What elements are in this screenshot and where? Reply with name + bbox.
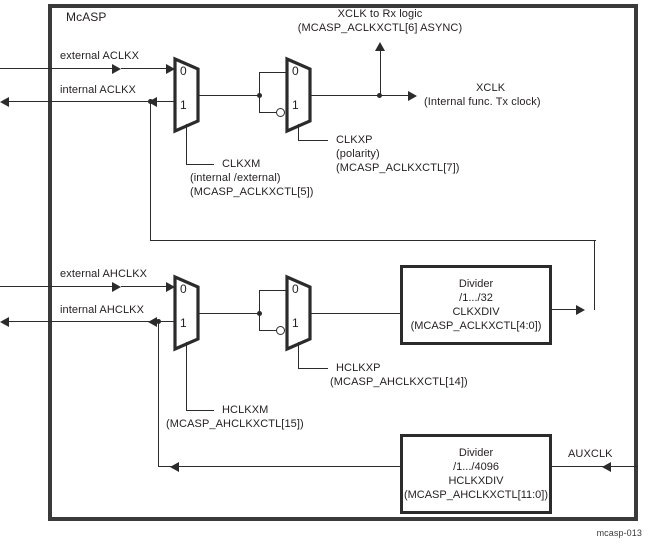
arrowhead-external-aclkx-boundary (112, 63, 121, 74)
wire-hclkxp-select-h (298, 368, 328, 369)
mux-clkxp[interactable] (284, 56, 324, 134)
wire-xclk-to-rx-logic (379, 51, 381, 95)
label-clkxp-reg: (MCASP_ACLKXCTL[7]) (336, 162, 460, 174)
wire-hclkxm-to-mux4-port0 (259, 290, 288, 291)
wire-hclkxm-select-h (186, 410, 214, 411)
divider-hclkxdiv: Divider /1.../4096 HCLKXDIV (MCASP_AHCLK… (400, 434, 552, 514)
label-internal-ahclkx: internal AHCLKX (60, 304, 145, 316)
wire-hclkxm-select (186, 342, 187, 410)
label-clkxm-desc: (internal /external) (190, 172, 281, 184)
wire-hclkxdiv-feedback-up (157, 321, 159, 466)
mux-clkxp-port-0: 0 (292, 64, 299, 78)
mux-clkxm-port-0: 0 (180, 64, 187, 78)
wire-hclkxm-branch-down (259, 313, 260, 330)
mux-hclkxm-port-1: 1 (180, 316, 187, 330)
wire-clkxm-to-mux2-port0 (259, 72, 288, 73)
mux-clkxp-port-1: 1 (292, 98, 299, 112)
figure-id-label: mcasp-013 (596, 528, 642, 538)
wire-clkxm-branch-down (259, 95, 260, 112)
arrowhead-clkxdiv-output (576, 304, 585, 315)
label-external-aclkx: external ACLKX (60, 50, 140, 62)
wire-external-aclkx-in-left (0, 68, 112, 69)
mux-clkxm-port-1: 1 (180, 98, 187, 112)
wire-clkxm-select (186, 124, 187, 164)
wire-clkxdiv-output (552, 309, 576, 310)
inverter-bubble-hclkxp (276, 325, 285, 335)
junction-xclk-tap (377, 92, 382, 98)
mux-hclkxp-port-0: 0 (292, 282, 299, 296)
label-xclk-line2: (Internal func. Tx clock) (424, 96, 541, 108)
wire-hclkxm-branch-up (259, 290, 260, 313)
wire-mux-hclkxm-output (198, 313, 260, 314)
wire-hclkxm-to-mux4-port1 (259, 330, 276, 331)
divider-clkxdiv: Divider /1.../32 CLKXDIV (MCASP_ACLKXCTL… (400, 265, 552, 345)
mux-hclkxp[interactable] (284, 274, 324, 352)
wire-xclk-output (310, 95, 408, 96)
wire-clkxp-select-h (298, 140, 328, 141)
arrowhead-internal-ahclkx-out (0, 316, 9, 327)
wire-external-ahclkx-to-mux (121, 286, 166, 287)
mcasp-module-boundary (48, 4, 638, 521)
arrowhead-external-ahclkx-boundary (112, 281, 121, 292)
arrowhead-external-aclkx-mux1 (166, 63, 175, 74)
label-auxclk: AUXCLK (568, 448, 613, 460)
label-clkxm-reg: (MCASP_ACLKXCTL[5]) (190, 186, 314, 198)
wire-clkxm-to-mux2-port1 (259, 112, 276, 113)
wire-hclkxp-to-clkxdiv (310, 313, 402, 314)
mux-hclkxm-port-0: 0 (180, 282, 187, 296)
wire-internal-aclkx (9, 101, 175, 102)
wire-external-ahclkx-in-left (0, 286, 112, 287)
divider-clkxdiv-title: Divider (458, 278, 494, 290)
wire-internal-ahclkx (9, 321, 175, 322)
wire-aclkx-feedback-across (149, 240, 596, 241)
arrowhead-internal-aclkx-out (0, 96, 9, 107)
wire-auxclk-in (552, 466, 638, 467)
arrowhead-hclkxdiv-output (170, 461, 179, 472)
divider-hclkxdiv-title: Divider (458, 447, 494, 459)
label-hclkxp-name: HCLKXP (336, 362, 381, 374)
arrowhead-internal-ahclkx-boundary (148, 316, 157, 327)
arrowhead-auxclk (602, 461, 611, 472)
mux-clkxm[interactable] (172, 56, 212, 134)
wire-mux-clkxm-output (198, 95, 260, 96)
wire-hclkxp-select (298, 342, 299, 368)
divider-hclkxdiv-range: /1.../4096 (453, 461, 499, 473)
mux-hclkxm[interactable] (172, 274, 212, 352)
label-external-ahclkx: external AHCLKX (60, 268, 148, 280)
wire-clkxm-select-h (186, 164, 214, 165)
label-xclk-to-rx-logic-line1: XCLK to Rx logic (337, 8, 423, 20)
label-hclkxp-reg: (MCASP_AHCLKXCTL[14]) (330, 376, 468, 388)
wire-aclkx-feedback-down (149, 101, 151, 240)
wire-hclkxdiv-output (158, 466, 400, 467)
mcasp-title: McASP (66, 10, 107, 24)
arrowhead-external-ahclkx-mux (166, 281, 175, 292)
label-xclk-to-rx-logic-line2: (MCASP_ACLKXCTL[6] ASYNC) (297, 22, 463, 34)
label-clkxp-name: CLKXP (336, 134, 373, 146)
divider-hclkxdiv-reg: (MCASP_AHCLKXCTL[11:0]) (403, 489, 549, 501)
arrowhead-xclk-to-rx-logic (375, 42, 385, 51)
label-clkxm-name: CLKXM (222, 158, 261, 170)
wire-clkxp-select (298, 124, 299, 140)
divider-clkxdiv-name: CLKXDIV (452, 306, 500, 318)
label-hclkxm-reg: (MCASP_AHCLKXCTL[15]) (166, 418, 304, 430)
divider-clkxdiv-range: /1.../32 (459, 292, 493, 304)
divider-hclkxdiv-name: HCLKXDIV (448, 475, 504, 487)
wire-aclkx-feedback-up-from-divider (594, 240, 595, 310)
inverter-bubble-clkxp (276, 107, 285, 117)
wire-clkxm-branch-up (259, 72, 260, 95)
label-clkxp-desc: (polarity) (336, 148, 380, 160)
divider-clkxdiv-reg: (MCASP_ACLKXCTL[4:0]) (410, 320, 542, 332)
arrowhead-internal-aclkx-boundary (148, 96, 157, 107)
label-xclk-line1: XCLK (476, 82, 506, 94)
label-internal-aclkx: internal ACLKX (60, 84, 136, 96)
mux-hclkxp-port-1: 1 (292, 316, 299, 330)
label-hclkxm-name: HCLKXM (222, 404, 269, 416)
wire-external-aclkx-to-mux (130, 68, 166, 69)
arrowhead-xclk (408, 90, 417, 101)
